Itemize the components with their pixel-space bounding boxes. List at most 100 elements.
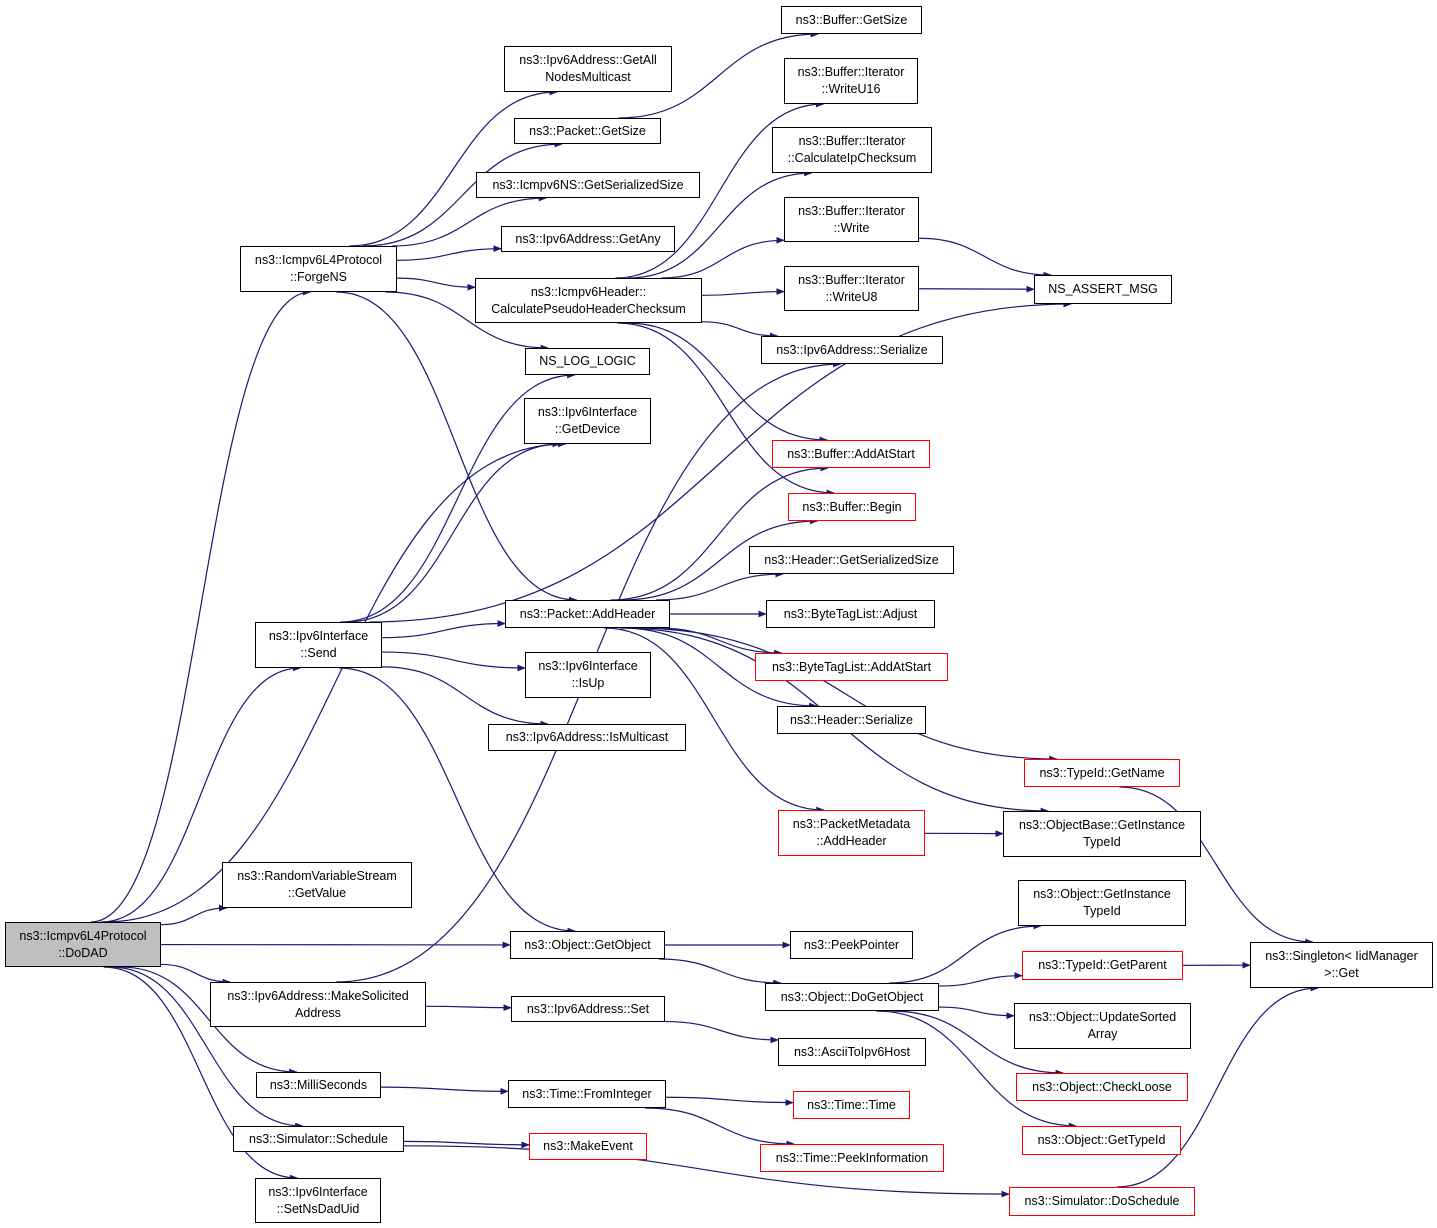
node-bytetaglist-adjust[interactable]: ns3::ByteTagList::Adjust	[766, 600, 935, 628]
node-packet-addheader[interactable]: ns3::Packet::AddHeader	[505, 600, 670, 628]
edge-calcpseudo-to-begin	[617, 322, 835, 497]
edge-makesolicited-to-ipset	[425, 1004, 512, 1012]
edge-dodad-to-schedule	[110, 966, 304, 1130]
edge-calcpseudo-to-writeu16	[615, 100, 825, 279]
edge-send-to-getobject	[339, 667, 576, 935]
node-ipv6address-getallnodesmulticast[interactable]: ns3::Ipv6Address::GetAll NodesMulticast	[504, 46, 672, 92]
node-typeid-getname[interactable]: ns3::TypeId::GetName	[1024, 759, 1180, 787]
node-ipv6address-getany[interactable]: ns3::Ipv6Address::GetAny	[501, 226, 675, 252]
edge-dodad-to-send	[100, 664, 302, 923]
node-buffer-iterator-writeu16[interactable]: ns3::Buffer::Iterator ::WriteU16	[784, 58, 918, 104]
edge-dodad-to-milliseconds	[120, 966, 298, 1076]
edge-schedule-to-makeevent	[403, 1140, 530, 1149]
node-typeid-getparent[interactable]: ns3::TypeId::GetParent	[1022, 951, 1183, 980]
edge-addheader-to-addatstart	[610, 464, 829, 601]
edge-send-to-ismulticast	[381, 666, 549, 728]
edge-dodad-to-getdevice	[104, 440, 567, 923]
node-ipv6address-ismulticast[interactable]: ns3::Ipv6Address::IsMulticast	[488, 724, 686, 751]
edge-calcpseudo-to-addatstart	[626, 322, 828, 444]
node-icmpv6l4protocol-forgens[interactable]: ns3::Icmpv6L4Protocol ::ForgeNS	[240, 246, 397, 292]
node-buffer-addatstart[interactable]: ns3::Buffer::AddAtStart	[772, 440, 930, 468]
edge-dogetobject-to-updatesorted	[938, 1006, 1015, 1020]
node-buffer-iterator-write[interactable]: ns3::Buffer::Iterator ::Write	[784, 197, 919, 242]
edge-send-to-getdevice	[346, 440, 561, 623]
node-milliseconds[interactable]: ns3::MilliSeconds	[256, 1072, 381, 1098]
node-randomvariablestream-getvalue[interactable]: ns3::RandomVariableStream ::GetValue	[222, 862, 412, 908]
edge-calcpseudo-to-ipserialize	[701, 321, 779, 340]
edge-dodad-to-getvalue	[160, 904, 228, 926]
node-buffer-iterator-writeu8[interactable]: ns3::Buffer::Iterator ::WriteU8	[784, 266, 919, 311]
node-buffer-iterator-calculateipchecksum[interactable]: ns3::Buffer::Iterator ::CalculateIpCheck…	[772, 127, 932, 173]
edge-forgens-to-getallnodes	[349, 88, 558, 247]
edge-forgens-to-pktgetsize	[363, 140, 563, 247]
edge-dodad-to-setnsdaduid	[103, 966, 299, 1182]
node-ipv6address-set[interactable]: ns3::Ipv6Address::Set	[511, 996, 665, 1022]
node-simulator-doschedule[interactable]: ns3::Simulator::DoSchedule	[1009, 1187, 1195, 1216]
edge-calcpseudo-to-write	[661, 236, 785, 279]
edge-ipset-to-asciitoipv6	[664, 1020, 779, 1044]
edge-send-to-nsassert	[369, 300, 1072, 623]
node-object-getinstancetypeid[interactable]: ns3::Object::GetInstance TypeId	[1018, 880, 1186, 926]
node-ns-log-logic[interactable]: NS_LOG_LOGIC	[525, 348, 650, 375]
node-icmpv6header-calculatepseudoheaderchecksum[interactable]: ns3::Icmpv6Header:: CalculatePseudoHeade…	[475, 278, 702, 323]
node-bytetaglist-addatstart[interactable]: ns3::ByteTagList::AddAtStart	[755, 653, 948, 681]
edge-send-to-isup	[381, 651, 526, 672]
node-ipv6address-serialize[interactable]: ns3::Ipv6Address::Serialize	[761, 336, 943, 364]
edge-forgens-to-calcpseudo	[396, 277, 476, 291]
node-ipv6address-makesolicitedaddress[interactable]: ns3::Ipv6Address::MakeSolicited Address	[210, 982, 426, 1027]
edge-write-to-nsassert	[918, 237, 1052, 279]
edge-forgens-to-nsgetser	[392, 194, 548, 247]
node-object-getobject[interactable]: ns3::Object::GetObject	[510, 931, 665, 959]
node-time-frominteger[interactable]: ns3::Time::FromInteger	[508, 1080, 666, 1108]
edge-addheader-to-hdrgetser	[655, 570, 784, 601]
edge-addheader-to-hdrserialize	[622, 627, 818, 710]
edge-addheader-to-begin	[622, 517, 819, 601]
edge-dodad-to-makesolicited	[160, 963, 231, 986]
edge-dogetobject-to-getparent	[938, 972, 1023, 987]
edge-forgens-to-getany	[396, 245, 502, 261]
node-object-gettypeid[interactable]: ns3::Object::GetTypeId	[1022, 1126, 1181, 1155]
node-header-serialize[interactable]: ns3::Header::Serialize	[777, 706, 926, 734]
node-ipv6interface-isup[interactable]: ns3::Ipv6Interface ::IsUp	[525, 652, 651, 698]
node-objectbase-getinstancetypeid[interactable]: ns3::ObjectBase::GetInstance TypeId	[1003, 811, 1201, 857]
edge-addheader-to-pmaddheader	[604, 627, 825, 814]
edge-pktgetsize-to-bufgetsize	[618, 30, 820, 119]
node-peekpointer[interactable]: ns3::PeekPointer	[790, 931, 913, 959]
edge-dogetobject-to-gettypeid	[876, 1010, 1078, 1130]
node-ns-assert-msg[interactable]: NS_ASSERT_MSG	[1034, 275, 1172, 304]
edge-forgens-to-nslog	[385, 291, 550, 352]
node-icmpv6l4protocol-dodad[interactable]: ns3::Icmpv6L4Protocol ::DoDAD	[5, 922, 161, 967]
edge-doschedule-to-singletonget	[1116, 984, 1320, 1188]
node-time-time[interactable]: ns3::Time::Time	[793, 1091, 910, 1119]
edge-send-to-nslog	[340, 371, 576, 623]
node-object-dogetobject[interactable]: ns3::Object::DoGetObject	[765, 983, 939, 1011]
edge-dogetobject-to-checkloose	[890, 1010, 1064, 1077]
edge-calcpseudo-to-writeu8	[701, 288, 785, 296]
edge-frominteger-to-timetime	[665, 1096, 794, 1106]
node-packet-getsize[interactable]: ns3::Packet::GetSize	[514, 118, 661, 144]
node-asciitoipv6host[interactable]: ns3::AsciiToIpv6Host	[778, 1038, 926, 1066]
node-object-checkloose[interactable]: ns3::Object::CheckLoose	[1016, 1073, 1188, 1101]
node-simulator-schedule[interactable]: ns3::Simulator::Schedule	[233, 1126, 404, 1152]
edge-dodad-to-forgens	[90, 288, 312, 923]
edge-calcpseudo-to-calcipcs	[627, 169, 813, 279]
node-packetmetadata-addheader[interactable]: ns3::PacketMetadata ::AddHeader	[778, 810, 925, 856]
node-singleton-iidmanager-get[interactable]: ns3::Singleton< IidManager >::Get	[1250, 942, 1433, 988]
node-buffer-getsize[interactable]: ns3::Buffer::GetSize	[781, 6, 922, 34]
node-ipv6interface-setnsdaduid[interactable]: ns3::Ipv6Interface ::SetNsDadUid	[255, 1178, 381, 1223]
edge-dogetobject-to-objgit	[889, 922, 1042, 984]
node-ipv6interface-send[interactable]: ns3::Ipv6Interface ::Send	[255, 622, 382, 668]
edge-forgens-to-addheader	[336, 291, 578, 604]
node-icmpv6ns-getserializedsize[interactable]: ns3::Icmpv6NS::GetSerializedSize	[476, 172, 700, 198]
node-ipv6interface-getdevice[interactable]: ns3::Ipv6Interface ::GetDevice	[524, 398, 651, 444]
edge-milliseconds-to-frominteger	[380, 1086, 509, 1095]
node-makeevent[interactable]: ns3::MakeEvent	[529, 1133, 647, 1160]
node-header-getserializedsize[interactable]: ns3::Header::GetSerializedSize	[749, 546, 954, 574]
node-object-updatesortedarray[interactable]: ns3::Object::UpdateSorted Array	[1014, 1003, 1191, 1049]
node-time-peekinformation[interactable]: ns3::Time::PeekInformation	[760, 1144, 944, 1172]
node-buffer-begin[interactable]: ns3::Buffer::Begin	[788, 493, 916, 521]
edge-frominteger-to-peekinfo	[644, 1107, 795, 1148]
edge-schedule-to-doschedule	[403, 1145, 1010, 1198]
